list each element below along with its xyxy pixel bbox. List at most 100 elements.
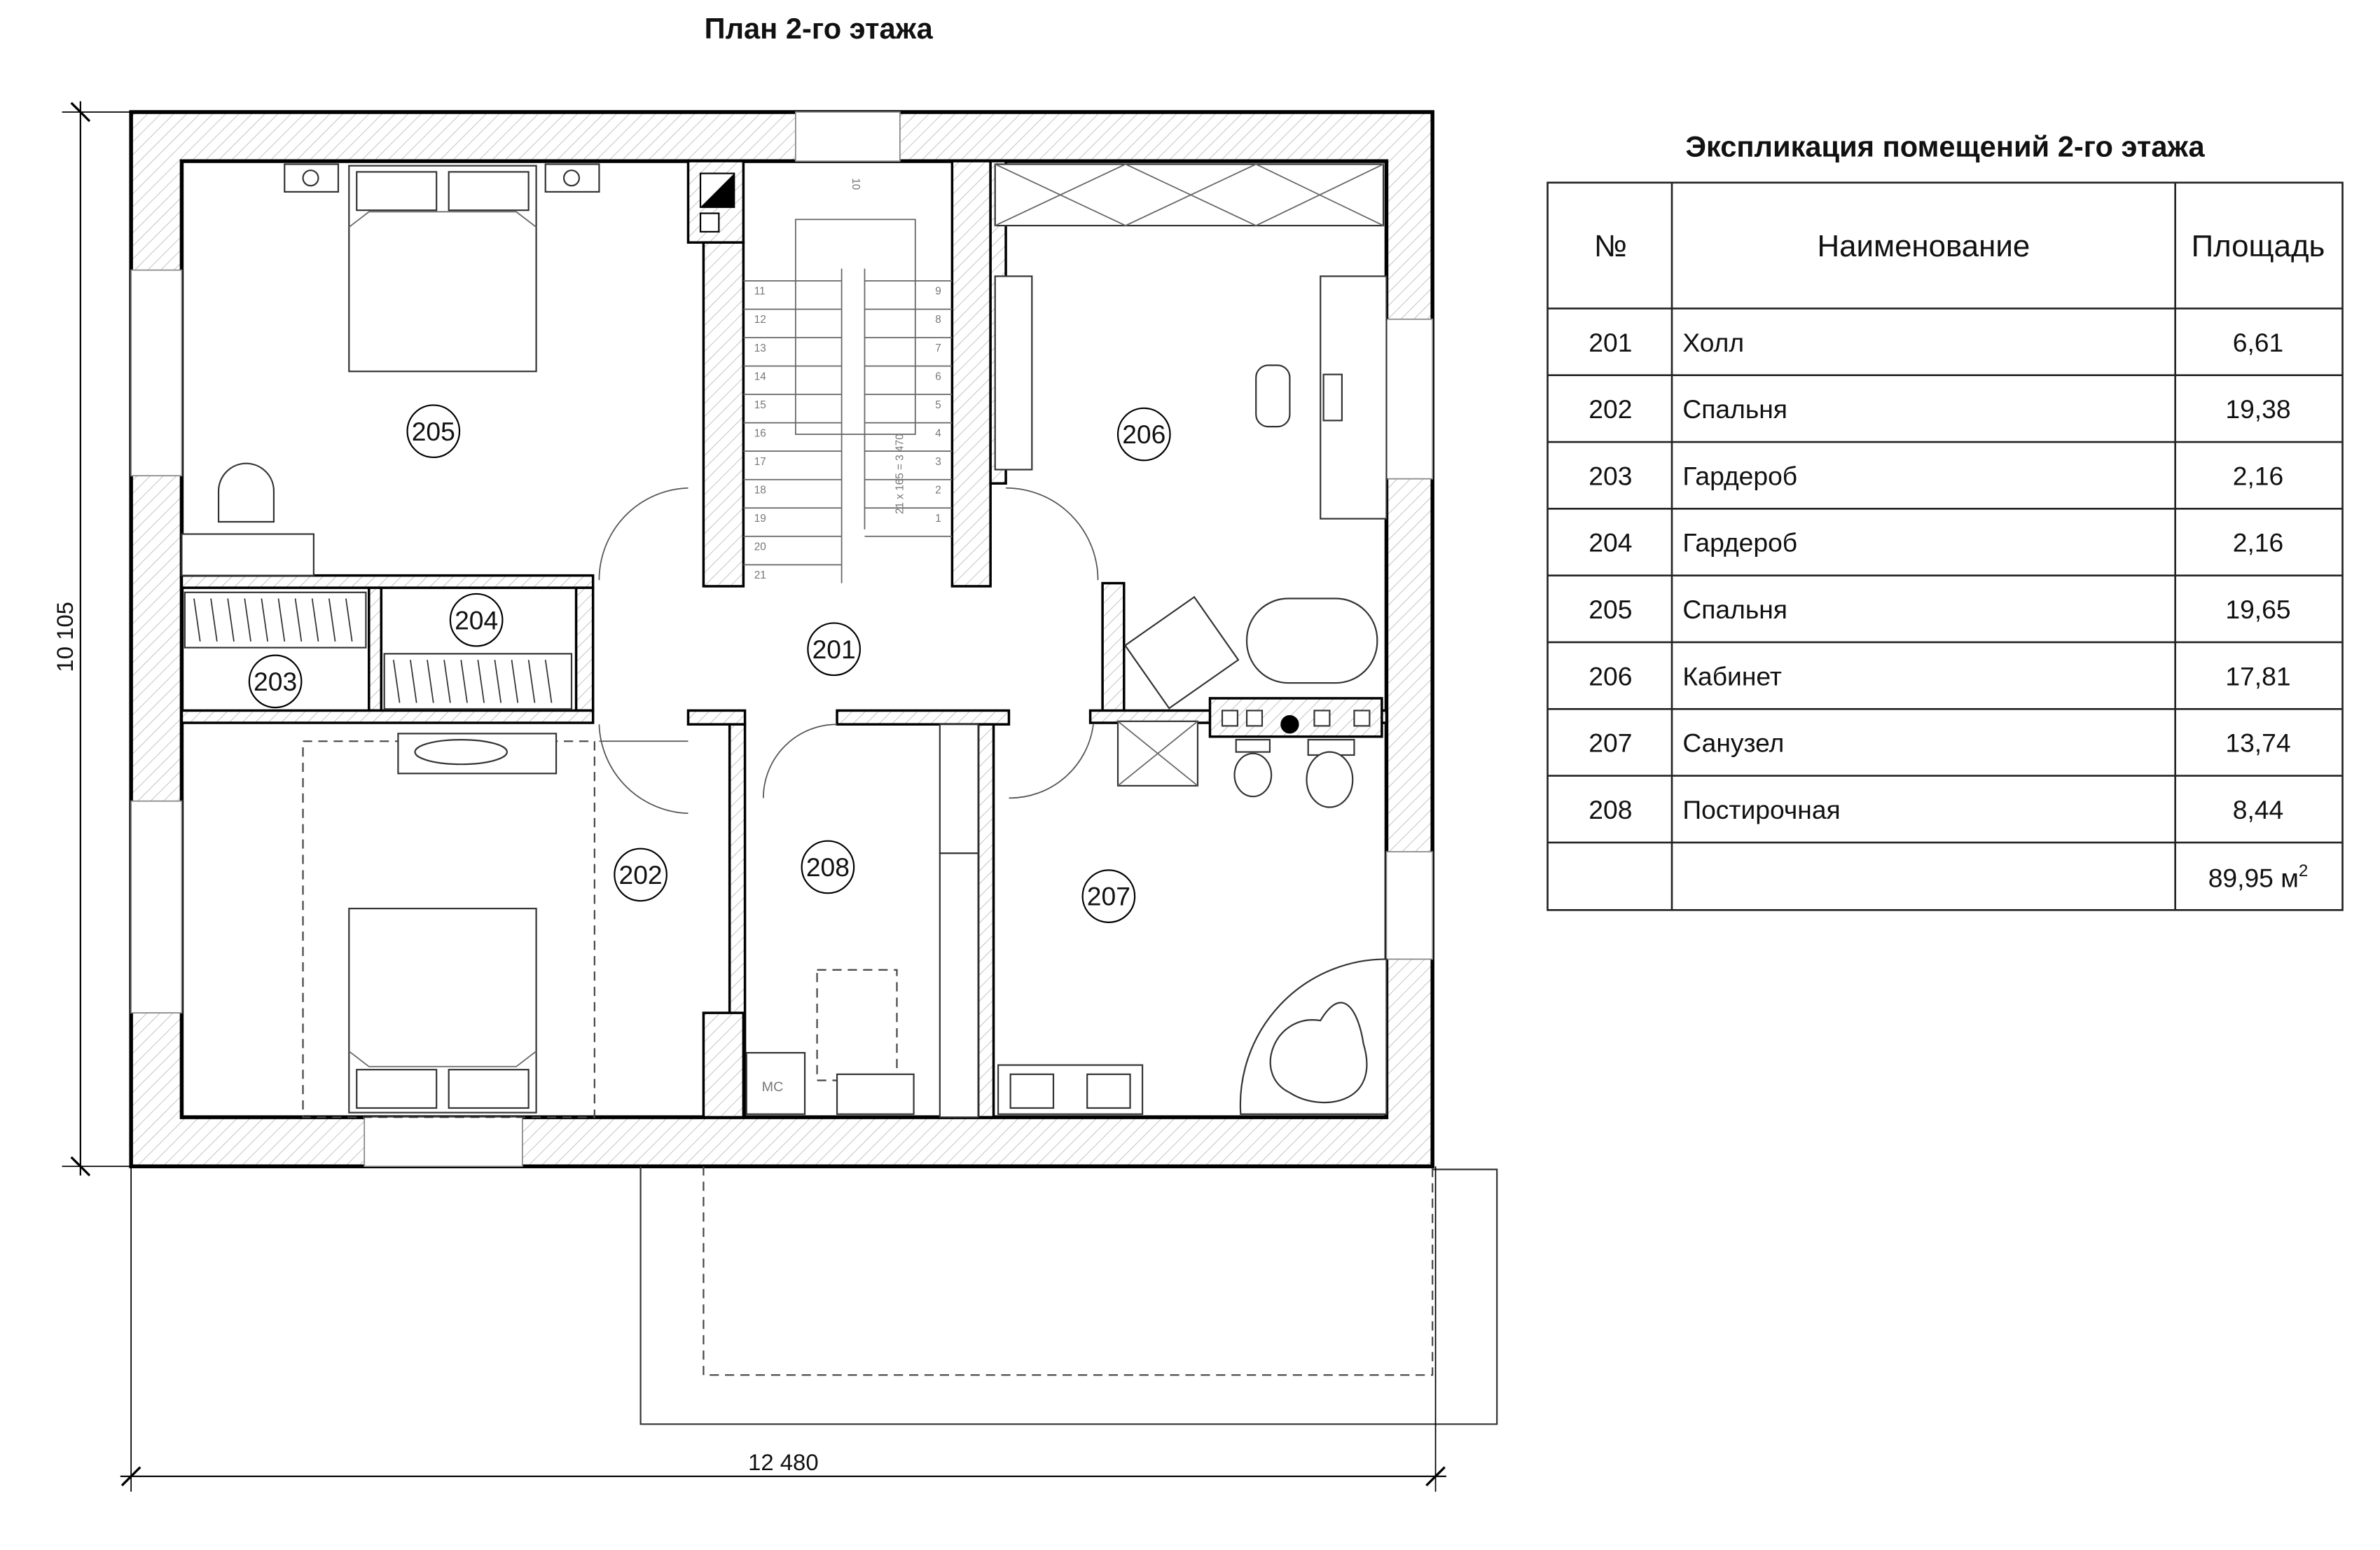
hanger <box>193 598 201 642</box>
stair-step-number: 14 <box>754 371 767 382</box>
hanger <box>244 598 251 642</box>
row-num: 203 <box>1589 461 1632 490</box>
stair-step-number: 6 <box>935 371 941 382</box>
stair-step-number: 16 <box>754 427 766 439</box>
plan-title: План 2-го этажа <box>705 12 934 45</box>
table-row: 203 Гардероб 2,16 <box>1589 461 2283 490</box>
row-num: 207 <box>1589 728 1632 758</box>
room-number: 203 <box>254 667 297 696</box>
room-203: 203 <box>248 654 303 709</box>
row-area: 8,44 <box>2233 795 2283 824</box>
table-row: 206 Кабинет 17,81 <box>1589 661 2290 691</box>
stair-step-number: 3 <box>935 456 941 468</box>
row-area: 17,81 <box>2225 661 2290 691</box>
explication-table: Экспликация помещений 2-го этажа № Наиме… <box>1547 130 2344 911</box>
row-name: Постирочная <box>1682 795 1840 824</box>
stair-step-number: 19 <box>754 513 766 525</box>
hanger <box>277 598 286 642</box>
hanger <box>210 598 218 642</box>
row-area: 6,61 <box>2233 328 2283 357</box>
hanger <box>477 660 485 703</box>
room-205: 205 <box>406 404 461 459</box>
room-number: 202 <box>619 860 663 890</box>
table-row: 207 Санузел 13,74 <box>1589 728 2290 758</box>
stair-step-number: 2 <box>935 484 941 496</box>
header-num: № <box>1594 229 1627 263</box>
hanger <box>494 660 502 703</box>
hanger <box>261 598 269 642</box>
row-name: Санузел <box>1682 728 1784 758</box>
row-area: 2,16 <box>2233 528 2283 558</box>
furniture-bedroom-202 <box>302 733 595 1119</box>
room-number: 208 <box>806 852 850 882</box>
room-204: 204 <box>449 593 504 647</box>
room-number: 201 <box>812 635 856 664</box>
total-unit-superscript: 2 <box>2299 862 2308 880</box>
row-area: 19,38 <box>2225 394 2290 424</box>
row-area: 19,65 <box>2225 595 2290 624</box>
stair-step-number: 15 <box>754 399 766 411</box>
stair-step-number: 13 <box>754 342 766 354</box>
room-206: 206 <box>1116 407 1171 462</box>
appliance-label: МС <box>762 1079 784 1095</box>
stair-step-number: 5 <box>935 399 941 411</box>
row-name: Гардероб <box>1682 461 1797 490</box>
table-row: 208 Постирочная 8,44 <box>1589 795 2283 824</box>
stair-step-number: 18 <box>754 484 766 496</box>
table-title: Экспликация помещений 2-го этажа <box>1685 130 2205 162</box>
stair-step-number: 21 <box>754 569 766 581</box>
row-num: 206 <box>1589 661 1632 691</box>
header-area: Площадь <box>2192 229 2325 263</box>
dimension-width: 12 480 <box>748 1449 819 1475</box>
hanger <box>527 660 536 703</box>
door-swings <box>598 487 1099 815</box>
stair-step-number: 12 <box>754 314 766 326</box>
room-labels: 205 204 203 201 206 202 208 207 <box>248 404 1171 923</box>
dimension-height: 10 105 <box>52 602 78 672</box>
stair-dimension-label: 21 x 165 = 3 470 <box>894 434 906 514</box>
hanger <box>511 660 519 703</box>
dimension-lines: 10 105 12 480 <box>52 101 1446 1492</box>
stair-landing-number: 10 <box>850 178 862 190</box>
row-num: 202 <box>1589 394 1632 424</box>
exterior-walls <box>129 110 1434 1168</box>
furniture-bedroom-205 <box>181 163 600 576</box>
row-area: 2,16 <box>2233 461 2283 490</box>
hanger <box>328 598 336 642</box>
furniture-laundry-208: МС <box>745 724 979 1119</box>
room-number: 207 <box>1087 882 1130 911</box>
room-number: 206 <box>1122 420 1165 449</box>
hanger <box>544 660 553 703</box>
row-name: Холл <box>1682 328 1744 357</box>
row-area: 13,74 <box>2225 728 2290 758</box>
stair-step-number: 8 <box>935 314 941 326</box>
total-area: 89,95 м <box>2208 863 2299 892</box>
stair-step-number: 4 <box>935 427 941 439</box>
row-name: Спальня <box>1682 394 1787 424</box>
room-number: 205 <box>412 417 455 446</box>
hanger <box>311 598 319 642</box>
hanger <box>294 598 303 642</box>
row-num: 204 <box>1589 528 1632 558</box>
row-num: 205 <box>1589 595 1632 624</box>
room-208: 208 <box>801 840 855 894</box>
room-201: 201 <box>807 622 862 677</box>
terrace-outline <box>639 1166 1498 1425</box>
stair-step-number: 11 <box>754 286 766 298</box>
stair-step-number: 9 <box>935 286 941 298</box>
row-name: Спальня <box>1682 595 1787 624</box>
stair-step-number: 1 <box>935 513 941 525</box>
room-207: 207 <box>1081 869 1136 923</box>
room-202: 202 <box>614 847 667 902</box>
chimney <box>699 172 735 233</box>
row-num: 208 <box>1589 795 1632 824</box>
stair-step-number: 20 <box>754 541 766 553</box>
hanger <box>345 598 353 642</box>
row-name: Кабинет <box>1682 661 1782 691</box>
table-row: 202 Спальня 19,38 <box>1589 394 2290 424</box>
stair-step-number: 17 <box>754 456 766 468</box>
